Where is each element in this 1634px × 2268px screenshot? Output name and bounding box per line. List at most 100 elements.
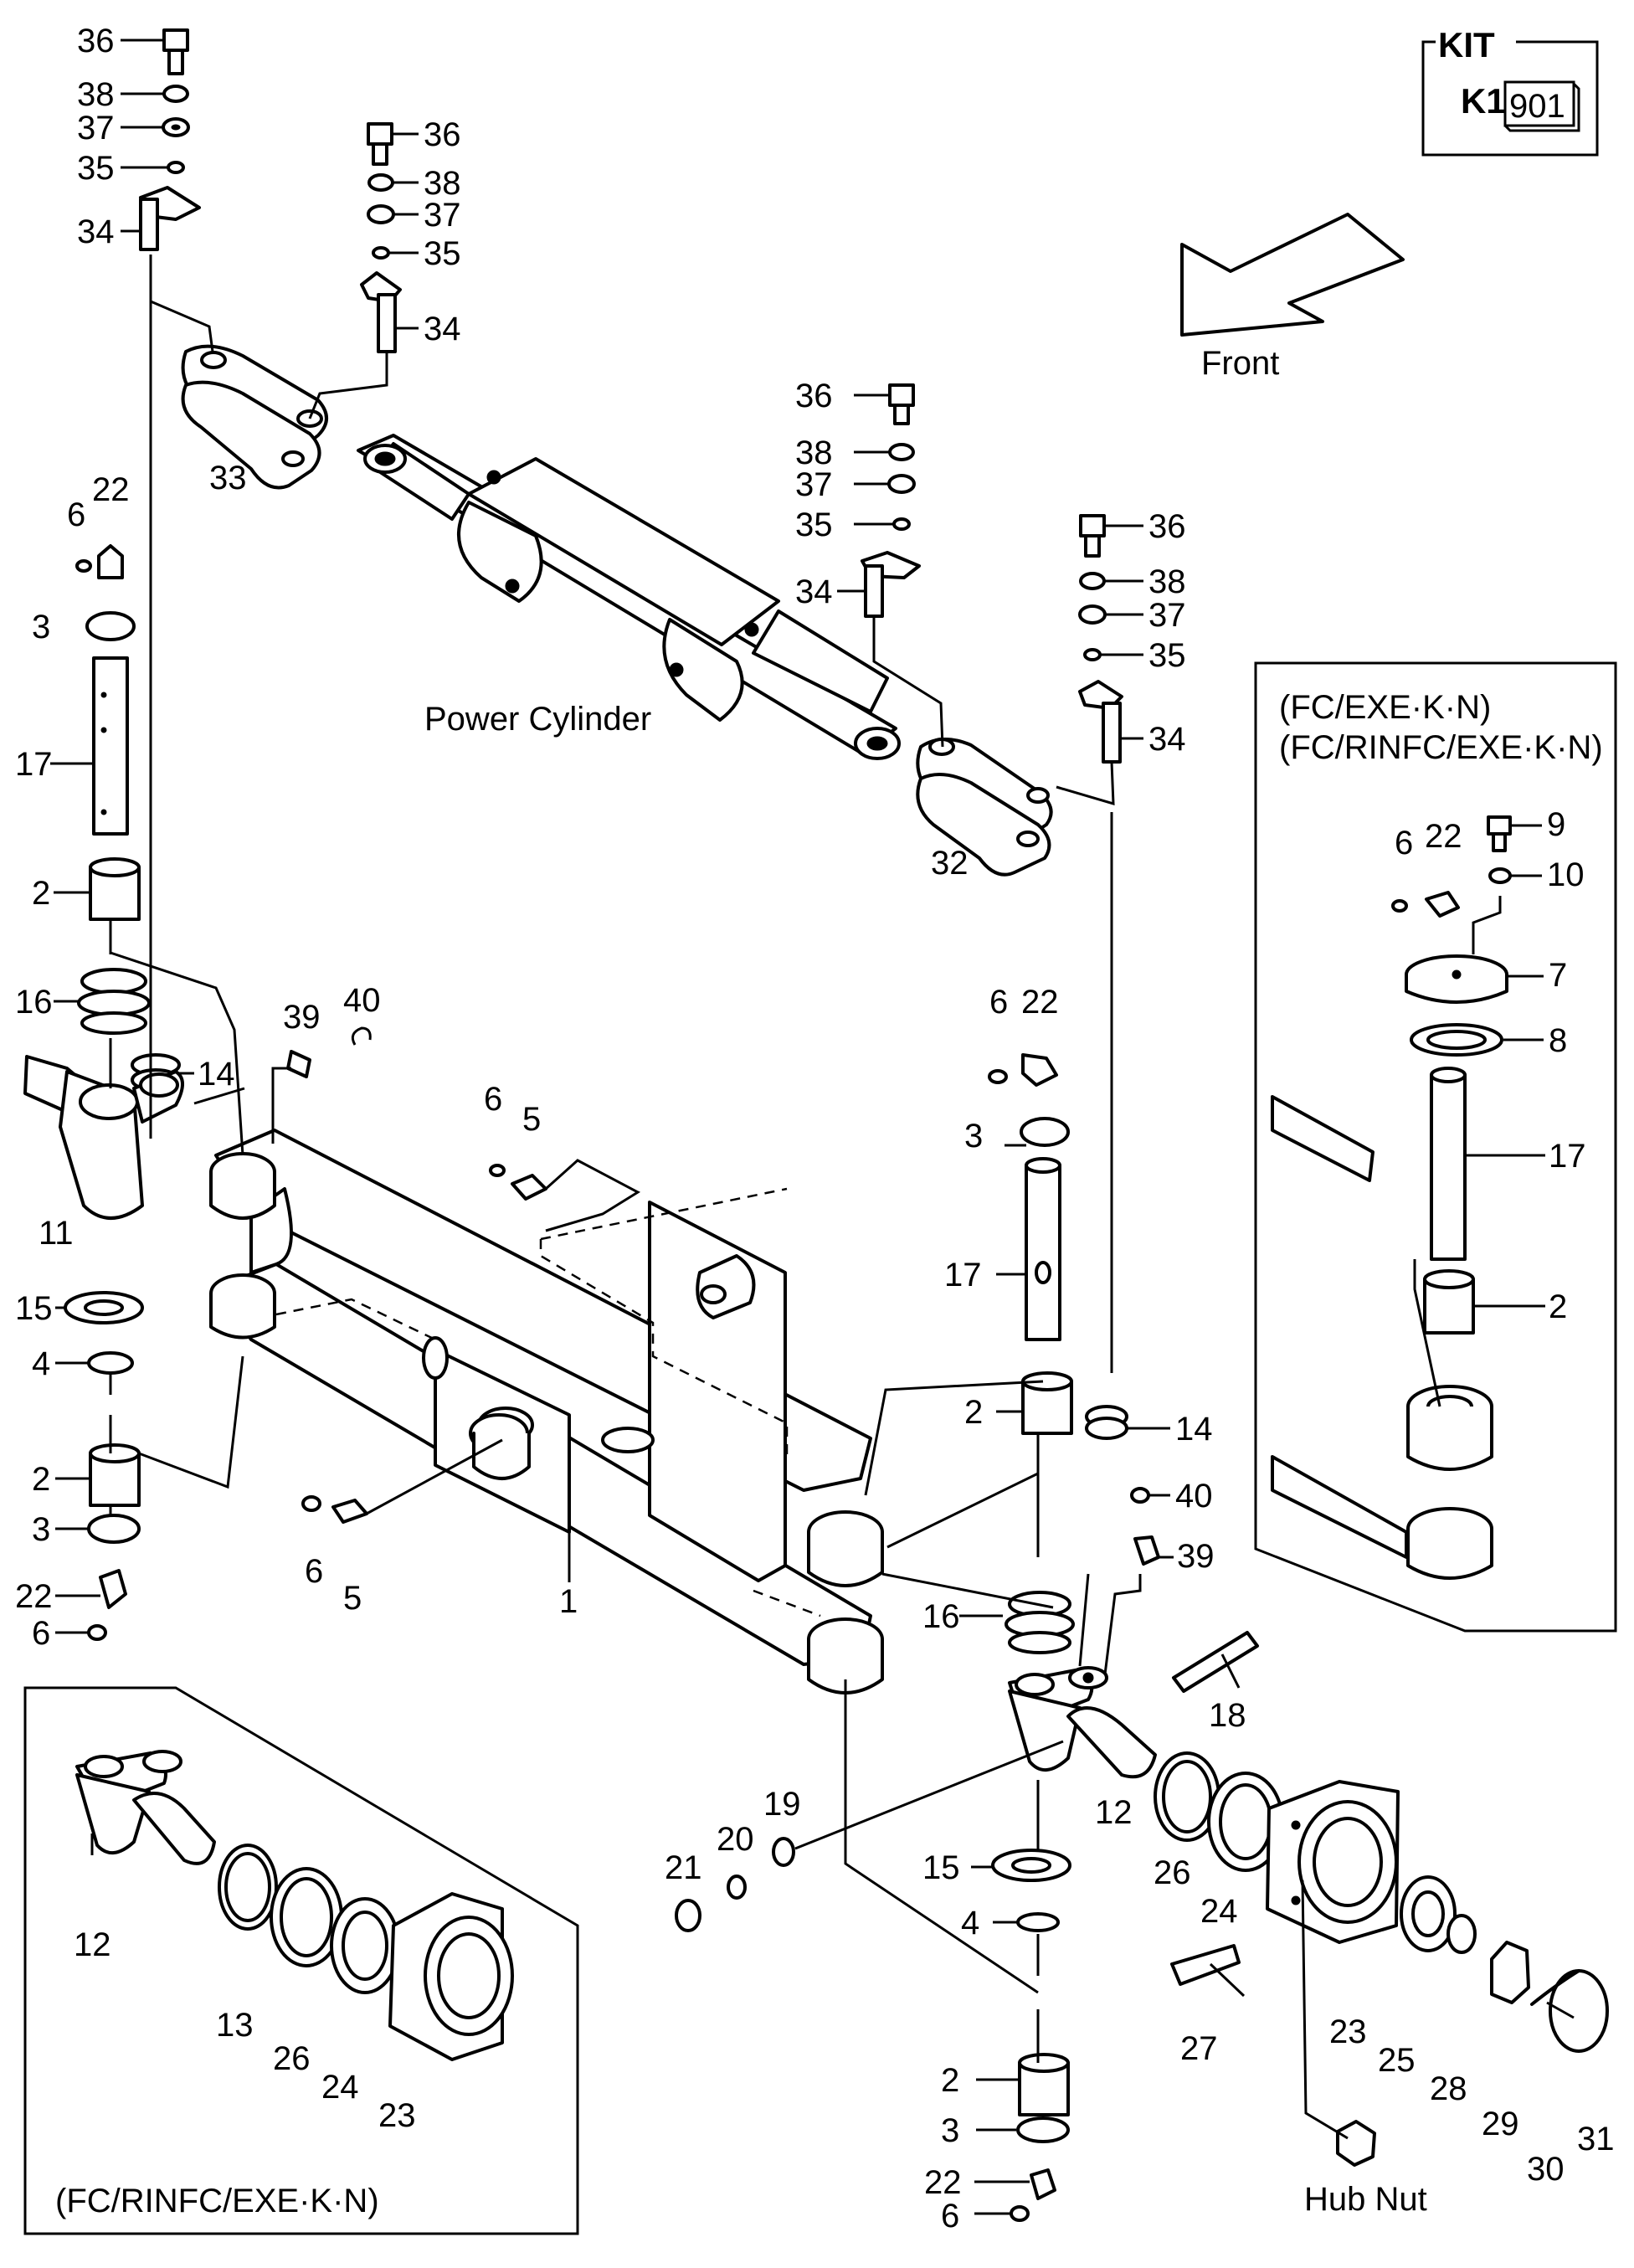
callout-35: 35 [1148, 637, 1186, 674]
callout-34: 34 [795, 573, 833, 610]
callout-28: 28 [1430, 2070, 1467, 2107]
callout-22: 22 [15, 1578, 53, 1615]
callout-2: 2 [1549, 1288, 1567, 1325]
callout-5: 5 [522, 1101, 541, 1138]
callout-16: 16 [15, 984, 53, 1021]
callout-3: 3 [32, 1511, 50, 1548]
callout-37: 37 [1148, 597, 1186, 634]
callout-14: 14 [198, 1056, 235, 1093]
pin-18 [1172, 1631, 1259, 1693]
callout-34: 34 [424, 311, 461, 347]
callout-24: 24 [321, 2069, 359, 2106]
hardware-stack-right [1078, 514, 1123, 764]
callout-34: 34 [77, 213, 115, 250]
hardware-stack-top-mid [360, 122, 402, 353]
callout-6: 6 [1395, 825, 1413, 861]
callout-38: 38 [77, 76, 115, 113]
callout-3: 3 [964, 1118, 983, 1155]
callout-40: 40 [1175, 1478, 1213, 1515]
callout-15: 15 [922, 1849, 960, 1886]
callout-23: 23 [378, 2097, 416, 2134]
callout-26: 26 [1154, 1854, 1191, 1891]
hardware-stack-center [861, 383, 921, 618]
inset-right-line2: (FC/RINFC/EXE·K·N) [1279, 729, 1603, 766]
callout-27: 27 [1180, 2030, 1218, 2067]
callout-8: 8 [1549, 1022, 1567, 1059]
lock-20 [727, 1875, 747, 1900]
callout-34: 34 [1148, 721, 1186, 758]
callout-15: 15 [15, 1290, 53, 1327]
callout-12: 12 [74, 1926, 111, 1963]
callout-25: 25 [1378, 2042, 1416, 2079]
callout-35: 35 [795, 507, 833, 543]
callout-38: 38 [795, 435, 833, 471]
callout-4: 4 [961, 1905, 979, 1941]
callout-36: 36 [1148, 508, 1186, 545]
callout-6: 6 [989, 984, 1008, 1021]
inset-left-content: (FC/RINFC/EXE·K·N) [55, 1750, 514, 2219]
left-kingpin-lower-stack [64, 1291, 144, 1641]
callout-13: 13 [216, 2007, 254, 2044]
callout-9: 9 [1547, 806, 1565, 843]
steering-arm-33 [181, 344, 328, 490]
callout-6: 6 [484, 1081, 502, 1118]
callout-6: 6 [305, 1553, 323, 1590]
callout-3: 3 [32, 609, 50, 645]
callout-17: 17 [1549, 1138, 1586, 1175]
steering-knuckle-12-right [1008, 1666, 1157, 1779]
callout-19: 19 [763, 1786, 801, 1823]
left-kingpin-upper-stack [75, 544, 151, 1035]
callout-7: 7 [1549, 957, 1567, 994]
callout-22: 22 [92, 471, 130, 508]
kit-number: 901 [1509, 88, 1565, 125]
callout-36: 36 [795, 378, 833, 414]
kit-code: K1 [1461, 81, 1506, 121]
callout-23: 23 [1329, 2013, 1367, 2050]
kit-box: KIT K1 901 [1421, 25, 1599, 157]
hardware-stack-top-left [139, 28, 201, 251]
callout-12: 12 [1095, 1794, 1133, 1831]
callout-26: 26 [273, 2040, 311, 2077]
grease-fitting-39-left [286, 1050, 311, 1078]
front-direction-arrow: Front [1180, 213, 1405, 382]
callout-21: 21 [665, 1849, 702, 1886]
callout-6: 6 [32, 1615, 50, 1652]
power-cylinder-label: Power Cylinder [424, 701, 651, 738]
callout-37: 37 [424, 197, 461, 234]
grease-fitting-5-lower [301, 1495, 368, 1524]
callout-16: 16 [922, 1598, 960, 1635]
callout-37: 37 [795, 466, 833, 503]
callout-38: 38 [424, 165, 461, 202]
inset-left-frame [23, 1686, 579, 2235]
hub-nut-label: Hub Nut [1304, 2181, 1427, 2218]
leader-lines [50, 39, 1575, 2215]
callout-32: 32 [931, 845, 969, 882]
callout-2: 2 [32, 875, 50, 912]
steering-knuckle-11 [23, 1055, 184, 1220]
callout-17: 17 [15, 746, 53, 783]
steering-arm-32 [916, 737, 1053, 877]
kit-title: KIT [1438, 25, 1495, 64]
washer-19 [772, 1837, 795, 1867]
callout-3: 3 [941, 2112, 959, 2149]
callout-5: 5 [343, 1580, 362, 1617]
axle-beam-1 [209, 1129, 884, 1695]
callout-40: 40 [343, 982, 381, 1019]
callout-38: 38 [1148, 563, 1186, 600]
callout-22: 22 [924, 2164, 962, 2201]
callout-6: 6 [67, 496, 85, 533]
callout-35: 35 [77, 150, 115, 187]
callout-2: 2 [964, 1394, 983, 1431]
callout-2: 2 [941, 2062, 959, 2099]
callout-14: 14 [1175, 1411, 1213, 1448]
callout-39: 39 [1177, 1538, 1215, 1575]
callout-33: 33 [209, 460, 247, 496]
callout-10: 10 [1547, 856, 1585, 893]
callout-36: 36 [77, 23, 115, 59]
callout-22: 22 [1425, 818, 1462, 855]
callout-36: 36 [424, 116, 461, 153]
callout-4: 4 [32, 1345, 50, 1382]
callout-31: 31 [1577, 2121, 1615, 2157]
callout-30: 30 [1527, 2151, 1565, 2188]
inset-right-frame [1254, 661, 1617, 1633]
